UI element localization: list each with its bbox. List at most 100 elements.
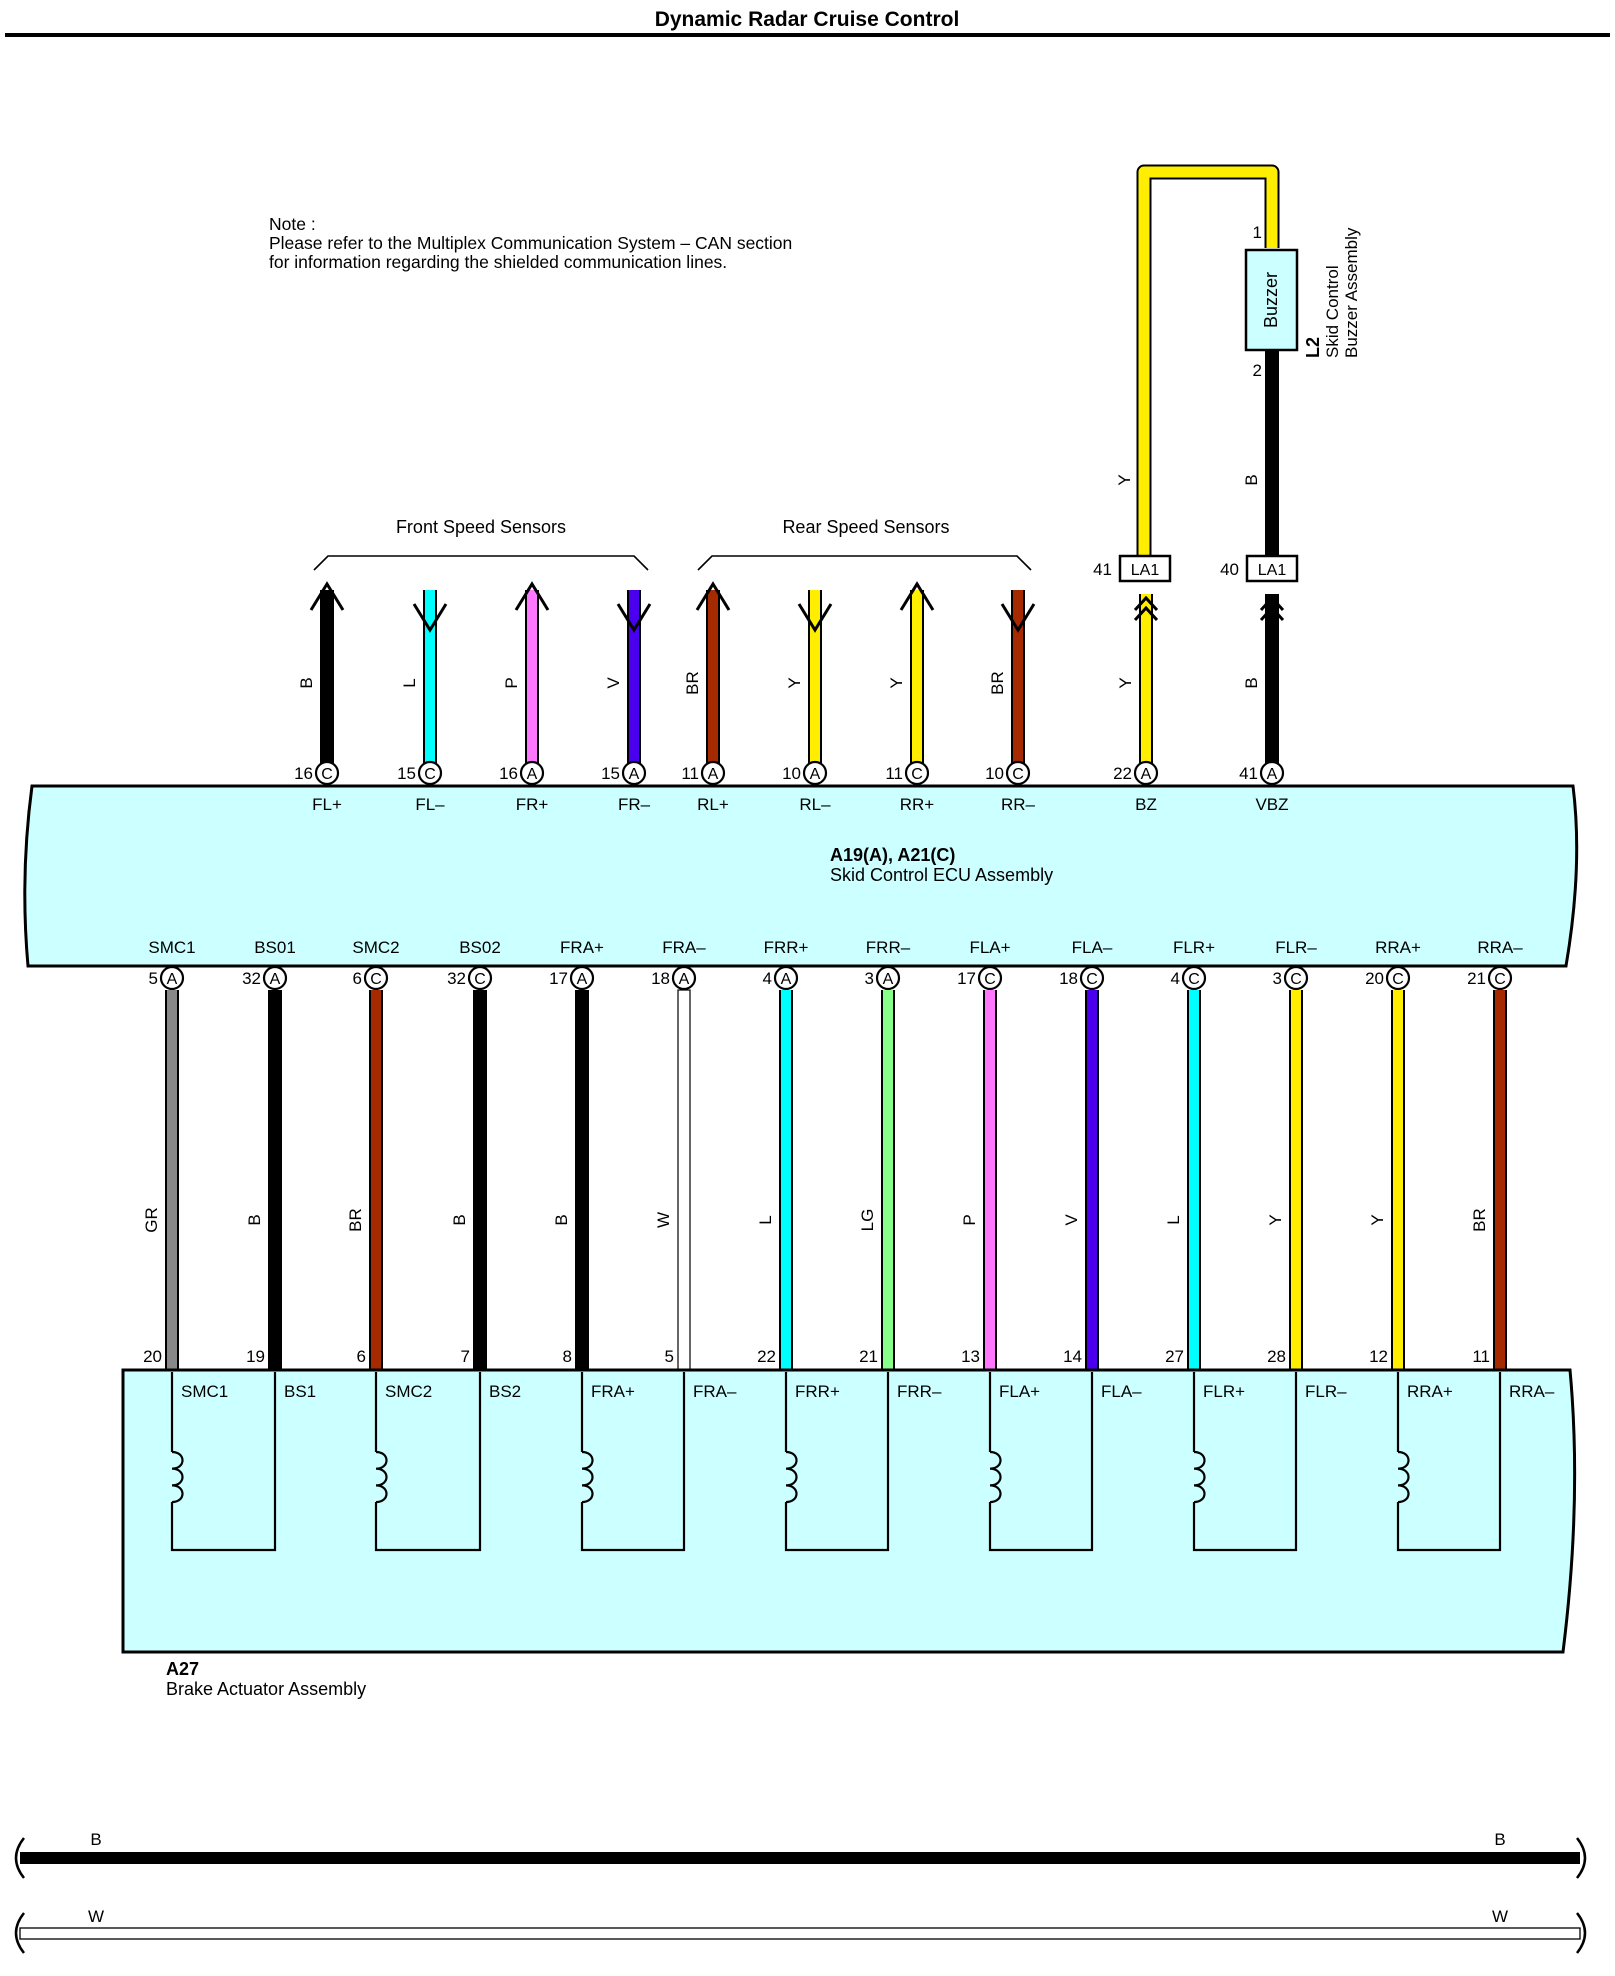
pin-connector-circle bbox=[621, 760, 647, 786]
arrow-down-icon bbox=[1000, 603, 1036, 633]
legend-wire bbox=[19, 1927, 1581, 1940]
actuator-wire bbox=[369, 990, 383, 1370]
pin-number: 18 bbox=[651, 969, 670, 988]
pin-number: 4 bbox=[1171, 969, 1180, 988]
coil-icon bbox=[785, 1450, 798, 1504]
pin-label: SMC2 bbox=[352, 938, 399, 957]
note: Note : Please refer to the Multiplex Com… bbox=[269, 214, 792, 272]
wire-core bbox=[677, 989, 691, 1371]
pin-connector-circle bbox=[314, 760, 340, 786]
pin-label: FL– bbox=[415, 795, 445, 814]
pin-connector-letter: C bbox=[1290, 971, 1302, 988]
pin-label: FLA– bbox=[1072, 938, 1113, 957]
pin-connector-letter: A bbox=[1267, 766, 1278, 783]
pin-label: FRR+ bbox=[795, 1382, 840, 1401]
wire-color-label: BR bbox=[988, 671, 1007, 695]
pin-connector-letter: C bbox=[321, 766, 333, 783]
actuator-wire bbox=[268, 990, 282, 1370]
pin-number: 4 bbox=[763, 969, 772, 988]
connector-box bbox=[1245, 554, 1299, 583]
pin-connector-letter: A bbox=[883, 971, 894, 988]
connector-chevron bbox=[1259, 595, 1285, 612]
solenoid-coil bbox=[988, 1372, 1094, 1552]
wire-core bbox=[1087, 990, 1097, 1370]
arrow-up-icon bbox=[514, 581, 550, 611]
pin-number: 27 bbox=[1165, 1347, 1184, 1366]
wire-core bbox=[1141, 594, 1151, 770]
pin-number: 20 bbox=[143, 1347, 162, 1366]
coil-icon bbox=[375, 1450, 388, 1504]
arrow-down-icon bbox=[797, 603, 833, 633]
diagram-title: Dynamic Radar Cruise Control bbox=[655, 8, 960, 31]
note-line: Please refer to the Multiplex Communicat… bbox=[269, 233, 792, 253]
pin-connector-circle bbox=[1487, 965, 1513, 991]
pin-number: 15 bbox=[397, 764, 416, 783]
buzzer-pin-top: 1 bbox=[1253, 223, 1262, 242]
pin-label: RL– bbox=[799, 795, 831, 814]
wire-color-label: Y bbox=[785, 677, 804, 688]
legend-break-right bbox=[1576, 1912, 1587, 1954]
pin-label: RRA– bbox=[1509, 1382, 1555, 1401]
pin-connector-circle bbox=[1181, 965, 1207, 991]
coil-icon bbox=[171, 1450, 184, 1504]
pin-connector-circle bbox=[262, 965, 288, 991]
wire-core bbox=[322, 590, 332, 770]
pin-number: 3 bbox=[1273, 969, 1282, 988]
pin-number: 22 bbox=[757, 1347, 776, 1366]
pin-number: 32 bbox=[447, 969, 466, 988]
wire-color-label: L bbox=[400, 678, 419, 687]
wire-color-label: BR bbox=[683, 671, 702, 695]
connector-name: LA1 bbox=[1131, 562, 1160, 579]
ecu-bottom-pin: FRR+A4 bbox=[763, 938, 809, 991]
wire-core bbox=[371, 990, 381, 1370]
legend-code-left: W bbox=[88, 1907, 104, 1926]
solenoid-coil bbox=[784, 1372, 890, 1552]
pin-connector-circle bbox=[159, 965, 185, 991]
pin-connector-circle bbox=[1385, 965, 1411, 991]
wire-core bbox=[577, 990, 587, 1370]
pin-number: 8 bbox=[563, 1347, 572, 1366]
pin-connector-letter: C bbox=[1086, 971, 1098, 988]
pin-number: 12 bbox=[1369, 1347, 1388, 1366]
speed-sensor-wire bbox=[797, 590, 833, 770]
pin-label: FLR+ bbox=[1203, 1382, 1245, 1401]
pin-label: RR+ bbox=[900, 795, 935, 814]
solenoid-coil bbox=[580, 1372, 686, 1552]
ecu-bottom-pins: SMC1A5BS01A32SMC2C6BS02C32FRA+A17FRA–A18… bbox=[148, 938, 1523, 991]
buzzer-name-line: Skid Control bbox=[1323, 265, 1342, 358]
pin-label: FL+ bbox=[312, 795, 342, 814]
pin-connector-letter: A bbox=[810, 766, 821, 783]
wire-color-label: GR bbox=[142, 1207, 161, 1233]
speed-sensor-wire bbox=[309, 581, 345, 770]
group-brace bbox=[697, 555, 1032, 571]
pin-label: VBZ bbox=[1255, 795, 1288, 814]
rear-speed-sensors-group: Rear Speed Sensors bbox=[697, 517, 1032, 571]
pin-label: BS1 bbox=[284, 1382, 316, 1401]
pin-connector-circle bbox=[875, 965, 901, 991]
wire-core bbox=[781, 990, 791, 1370]
pin-number: 41 bbox=[1239, 764, 1258, 783]
arrow-up-icon bbox=[899, 581, 935, 611]
group-label: Front Speed Sensors bbox=[396, 517, 566, 537]
pin-label: BZ bbox=[1135, 795, 1157, 814]
wire-core bbox=[810, 590, 820, 770]
pin-connector-circle bbox=[1005, 760, 1031, 786]
coil-loop bbox=[784, 1372, 890, 1552]
pin-connector-letter: A bbox=[527, 766, 538, 783]
buzzer-box-label: Buzzer bbox=[1261, 272, 1281, 328]
pin-number: 6 bbox=[357, 1347, 366, 1366]
pin-connector-letter: C bbox=[984, 971, 996, 988]
pin-connector-circle bbox=[802, 760, 828, 786]
coil-loop bbox=[1192, 1372, 1298, 1552]
arrow-down-icon bbox=[412, 603, 448, 633]
legend: B B W W bbox=[14, 1830, 1587, 1954]
ecu-id: A19(A), A21(C) bbox=[830, 845, 955, 865]
connector-chevron bbox=[1259, 605, 1285, 622]
pin-label: FRA+ bbox=[591, 1382, 635, 1401]
pin-connector-letter: A bbox=[781, 971, 792, 988]
